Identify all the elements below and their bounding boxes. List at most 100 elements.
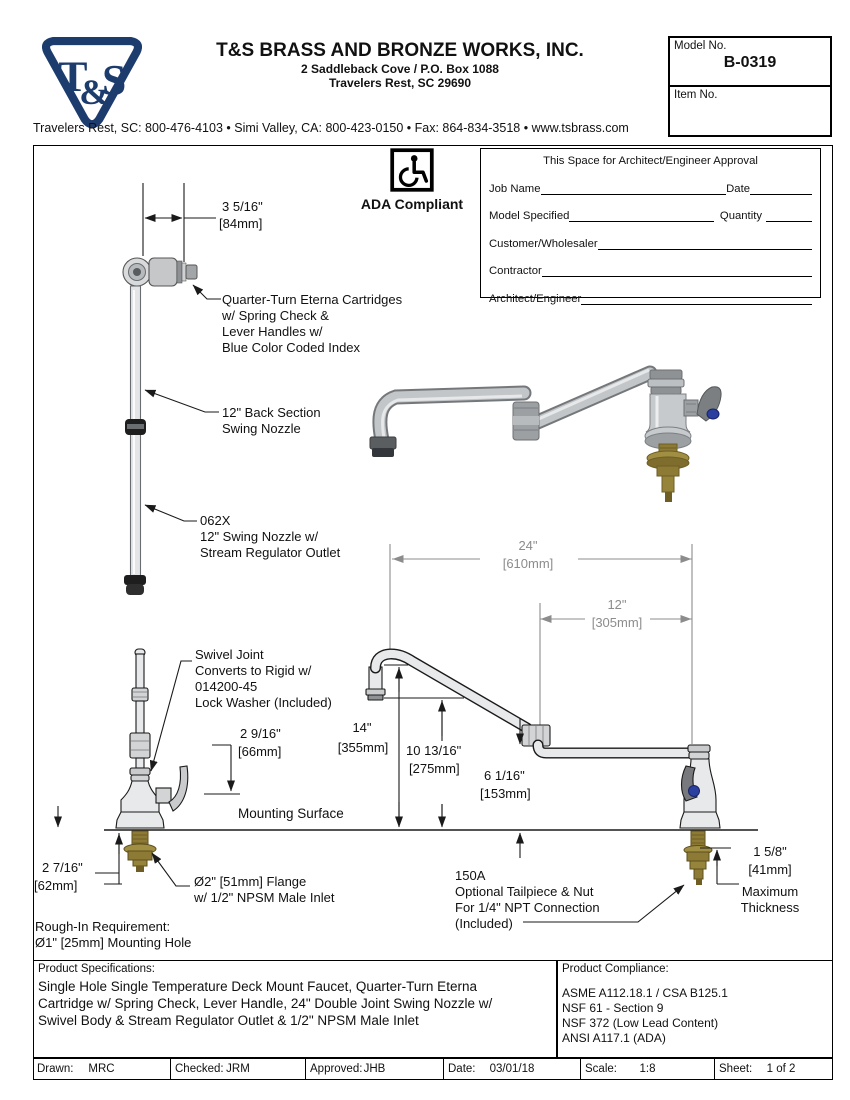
contact-line: Travelers Rest, SC: 800-476-4103 • Simi … [33,121,629,135]
rough-in-note: Rough-In Requirement: Ø1" [25mm] Mountin… [35,919,191,951]
date-blank [750,181,812,195]
customer-label: Customer/Wholesaler [489,237,598,250]
gray-dimension-lines [389,544,693,744]
callout-line: Quarter-Turn Eterna Cartridges [222,292,403,307]
approval-row-contractor: Contractor [481,263,820,277]
top-view-drawing [122,183,221,595]
contractor-blank [541,263,812,277]
callout-line: Stream Regulator Outlet [200,545,341,560]
dim-153mm-metric: [153mm] [480,786,531,801]
scale-value: 1:8 [639,1063,656,1075]
dim-305mm-inch: 12" [607,597,627,612]
rough-in-line: Ø1" [25mm] Mounting Hole [35,935,192,950]
product-specifications-box: Product Specifications: Single Hole Sing… [33,960,557,1058]
date-value: 03/01/18 [489,1063,535,1075]
checked-label: Checked: [175,1063,224,1075]
contractor-label: Contractor [489,265,542,277]
black-dimension-lines [54,660,739,923]
approval-row-customer: Customer/Wholesaler [481,236,820,250]
drawn-label: Drawn: [37,1063,74,1075]
dim-275mm-inch: 10 13/16" [406,743,462,758]
logo-letter: S [102,57,126,105]
callout-line: Optional Tailpiece & Nut [455,884,594,899]
callout-line: w/ 1/2" NPSM Male Inlet [194,890,335,905]
approval-row-model: Model Specified Quantity [481,208,820,222]
job-name-blank [540,181,727,195]
spec-line: Swivel Body & Stream Regulator Outlet & … [38,1013,419,1028]
callout-line: Converts to Rigid w/ [195,663,312,678]
model-no-label: Model No. [674,40,727,52]
company-address-line1: 2 Saddleback Cove / P.O. Box 1088 [301,62,499,76]
drawn-value: MRC [88,1063,115,1075]
approval-row-architect: Architect/Engineer [481,291,820,305]
compliance-line: ANSI A117.1 (ADA) [562,1031,666,1045]
job-name-label: Job Name [489,182,541,195]
callout-line: Blue Color Coded Index [222,340,361,355]
title-block-footer: Drawn: MRC Checked: JRM Approved: JHB Da… [33,1058,833,1080]
model-specified-label: Model Specified [489,210,570,222]
compliance-line: ASME A112.18.1 / CSA B125.1 [562,986,728,1000]
date-label: Date [726,182,750,195]
footer-cell-sheet: Sheet: 1 of 2 [714,1059,833,1080]
callout-line: 12" Swing Nozzle w/ [200,529,319,544]
scale-label: Scale: [585,1063,617,1075]
footer-cell-checked: Checked: JRM [170,1059,305,1080]
ada-compliant-label: ADA Compliant [360,196,464,212]
item-no-label: Item No. [674,89,718,101]
sheet-label: Sheet: [719,1063,753,1075]
footer-cell-drawn: Drawn: MRC [33,1059,170,1080]
dim-84mm-metric: [84mm] [219,216,263,231]
callout-line: 12" Back Section [222,405,321,420]
model-no-value: B-0319 [723,54,777,71]
approval-row-jobname: Job Name Date [481,181,820,195]
callout-062x: 062X 12" Swing Nozzle w/ Stream Regulato… [200,513,340,561]
dim-41mm-metric: [41mm] [748,862,792,877]
callout-line: Ø2" [51mm] Flange [194,874,307,889]
callout-line: Swivel Joint [195,647,264,662]
callout-cartridge: Quarter-Turn Eterna Cartridges w/ Spring… [222,292,402,356]
quantity-blank [766,208,812,222]
footer-cell-date: Date: 03/01/18 [443,1059,580,1080]
approved-label: Approved: [310,1063,363,1075]
max-thickness-line1: Maximum [741,884,799,899]
spec-line: Cartridge w/ Spring Check, Lever Handle,… [38,996,493,1011]
callout-line: Lock Washer (Included) [195,695,332,710]
dim-355mm-metric: [355mm] [337,740,389,755]
dim-66mm-inch: 2 9/16" [240,726,281,741]
callout-line: 014200-45 [195,679,258,694]
dim-275mm-metric: [275mm] [409,761,460,776]
architect-blank [581,291,812,305]
model-specified-blank [569,208,714,222]
footer-cell-approved: Approved: JHB [305,1059,443,1080]
sheet-value: 1 of 2 [766,1063,796,1075]
ts-brass-logo: T & S [42,37,142,129]
compliance-line: NSF 372 (Low Lead Content) [562,1016,719,1030]
callout-swivel-joint: Swivel Joint Converts to Rigid w/ 014200… [195,647,332,711]
dim-84mm-inch: 3 5/16" [222,199,263,214]
product-render [369,365,722,502]
date-label: Date: [448,1063,476,1075]
model-item-box: Model No. B-0319 Item No. [668,36,832,137]
callout-back-section: 12" Back Section Swing Nozzle [222,405,321,437]
dim-62mm-metric: [62mm] [34,878,78,893]
quantity-label: Quantity [719,210,762,222]
rough-in-line: Rough-In Requirement: [35,919,171,934]
technical-drawing [54,183,758,923]
company-name: T&S BRASS AND BRONZE WORKS, INC. [216,40,584,61]
callout-line: For 1/4" NPT Connection [455,900,600,915]
callout-line: Lever Handles w/ [222,324,323,339]
max-thickness-line2: Thickness [740,900,800,915]
dim-610mm-metric: [610mm] [502,556,554,571]
ada-wheelchair-icon [390,148,434,192]
side-view-drawing [104,648,758,885]
mounting-surface-label: Mounting Surface [238,806,344,821]
logo-letter: & [79,72,109,112]
dim-153mm-inch: 6 1/16" [484,768,525,783]
product-compliance-box: Product Compliance: ASME A112.18.1 / CSA… [557,960,833,1058]
approved-value: JHB [363,1063,386,1075]
approval-title: This Space for Architect/Engineer Approv… [543,155,758,167]
callout-flange: Ø2" [51mm] Flange w/ 1/2" NPSM Male Inle… [194,874,334,906]
checked-value: JRM [226,1063,250,1075]
callout-150a: 150A Optional Tailpiece & Nut For 1/4" N… [455,868,600,932]
